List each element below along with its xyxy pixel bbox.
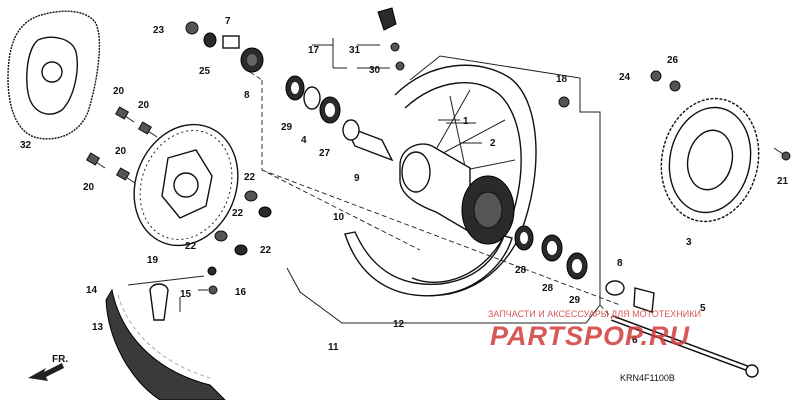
label-20d: 20 — [83, 182, 95, 193]
sprocket-bolts-nuts — [650, 70, 791, 161]
label-13: 13 — [92, 322, 104, 333]
label-24: 24 — [619, 72, 631, 83]
label-19: 19 — [147, 255, 159, 266]
chain-adjuster-parts — [207, 96, 655, 313]
label-20b: 20 — [138, 100, 150, 111]
disc-guard-32 — [7, 10, 101, 140]
label-22a: 22 — [244, 172, 256, 183]
label-23: 23 — [153, 25, 165, 36]
label-28a: 28 — [515, 265, 527, 276]
label-11: 11 — [328, 342, 339, 353]
label-7: 7 — [225, 16, 231, 27]
label-15: 15 — [180, 289, 192, 300]
label-22c: 22 — [185, 241, 197, 252]
label-8b: 8 — [617, 258, 623, 269]
label-12: 12 — [393, 319, 405, 330]
label-5: 5 — [700, 303, 706, 314]
label-25: 25 — [199, 66, 211, 77]
label-20a: 20 — [113, 86, 125, 97]
label-29a: 29 — [281, 122, 293, 133]
distance-collar-9 — [342, 119, 394, 162]
rim-band-12 — [344, 231, 513, 297]
label-16: 16 — [235, 287, 247, 298]
label-6: 6 — [632, 335, 638, 346]
label-1: 1 — [463, 116, 469, 127]
label-29b: 29 — [569, 295, 581, 306]
watermark-subtitle: ЗАПЧАСТИ И АКСЕССУАРЫ ДЛЯ МОТОТЕХНИКИ — [488, 309, 701, 319]
label-3: 3 — [686, 237, 692, 248]
label-10: 10 — [333, 212, 345, 223]
label-28b: 28 — [542, 283, 554, 294]
watermark-brand: PARTSPOP.RU — [490, 321, 691, 351]
label-2: 2 — [490, 138, 496, 149]
label-31: 31 — [349, 45, 361, 56]
label-20c: 20 — [115, 146, 127, 157]
diagram-code: KRN4F1100B — [620, 373, 675, 383]
label-30: 30 — [369, 65, 381, 76]
label-27: 27 — [319, 148, 331, 159]
label-14: 14 — [86, 285, 98, 296]
label-18: 18 — [556, 74, 568, 85]
tire-13 — [105, 283, 226, 400]
front-direction-arrow: FR. — [28, 354, 68, 381]
chain-slider-parts — [185, 21, 264, 73]
label-26: 26 — [667, 55, 679, 66]
label-22b: 22 — [232, 208, 244, 219]
front-arrow-label: FR. — [52, 354, 68, 365]
label-22d: 22 — [260, 245, 272, 256]
bearings-right — [514, 225, 588, 280]
rear-wheel-assembly — [394, 64, 537, 297]
part-number-labels: 1 2 3 4 5 6 7 8 8 9 10 11 12 13 14 15 16… — [20, 16, 789, 353]
axle-5 — [610, 315, 759, 378]
nuts-22 — [214, 190, 272, 256]
bolts-20 — [85, 106, 158, 184]
rear-sprocket-3 — [660, 97, 760, 223]
rim-lock-parts — [377, 7, 405, 71]
label-32: 32 — [20, 140, 32, 151]
label-8a: 8 — [244, 90, 250, 101]
bearings-left — [285, 75, 341, 124]
label-17: 17 — [308, 45, 320, 56]
brake-disc-19 — [133, 123, 239, 247]
label-9: 9 — [354, 173, 360, 184]
assembly-leader-lines — [179, 55, 621, 324]
label-21: 21 — [777, 176, 789, 187]
label-4: 4 — [301, 135, 307, 146]
